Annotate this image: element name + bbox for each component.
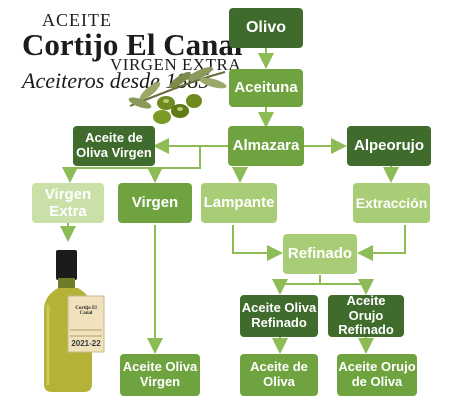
node-olivo: Olivo (229, 8, 303, 48)
node-virgen: Virgen (118, 183, 192, 223)
node-aceite-de-oliva: Aceite de Oliva (240, 354, 318, 396)
node-extraccion: Extracción (353, 183, 430, 223)
node-alpeorujo: Alpeorujo (347, 126, 431, 166)
node-aceite-orujo-refinado: Aceite Orujo Refinado (328, 293, 404, 337)
node-refinado: Refinado (283, 234, 357, 274)
node-virgen-extra: Virgen Extra (32, 183, 104, 223)
logo-line-aceite: ACEITE (42, 10, 112, 30)
node-aceituna: Aceituna (229, 69, 303, 107)
node-almazara: Almazara (228, 126, 304, 166)
bottle-label-brand: Cortijo El Canal (75, 306, 97, 316)
node-aceite-oliva-virgen: Aceite Oliva Virgen (120, 354, 200, 396)
logo-brand-name: Cortijo El Canal (22, 27, 243, 62)
bottle-label-year: 2021-22 (71, 339, 101, 348)
node-lampante: Lampante (201, 183, 277, 223)
node-aceite-oliva-virgen-group: Aceite de Oliva Virgen (73, 126, 155, 166)
node-aceite-orujo-de-oliva: Aceite Orujo de Oliva (337, 354, 417, 396)
node-aceite-oliva-refinado: Aceite Oliva Refinado (240, 295, 318, 337)
